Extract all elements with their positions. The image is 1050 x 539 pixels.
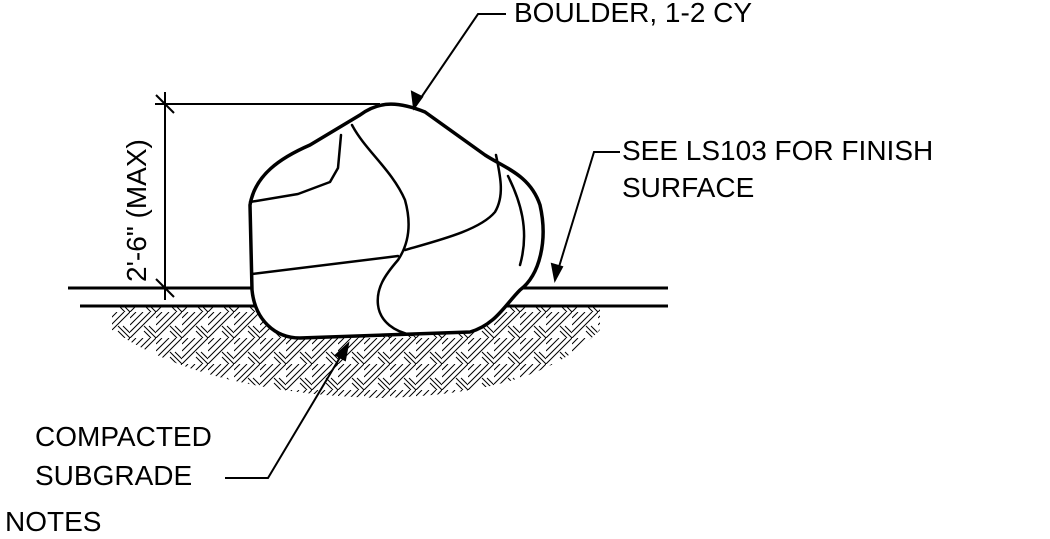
leader-lines <box>225 13 620 479</box>
finish-leader <box>554 151 620 281</box>
finish-grade-lines <box>68 286 668 308</box>
boulder-facet-5 <box>506 174 526 267</box>
boulder-facet-4 <box>250 254 400 276</box>
boulder-facet-2 <box>350 123 414 337</box>
subgrade-leader <box>225 343 349 479</box>
boulder-leader-arrow <box>410 90 424 111</box>
boulder-outline <box>248 102 545 340</box>
subgrade-leader-arrow <box>334 341 350 362</box>
boulder-detail-drawing <box>68 13 668 479</box>
boulder-leader <box>413 13 506 109</box>
finish-leader-arrow <box>550 262 564 283</box>
notes-heading: NOTES <box>5 506 102 537</box>
compacted-subgrade-label-line1: COMPACTED <box>35 421 212 452</box>
boulder-facet-3 <box>403 153 503 252</box>
finish-surface-label-line2: SURFACE <box>622 172 755 203</box>
height-dimension-text: 2'-6" (MAX) <box>121 139 152 282</box>
height-dimension <box>155 92 380 300</box>
compacted-subgrade-label-line2: SUBGRADE <box>35 460 193 491</box>
boulder-label: BOULDER, 1-2 CY <box>514 0 753 28</box>
finish-surface-label-line1: SEE LS103 FOR FINISH <box>622 135 934 166</box>
boulder <box>248 102 545 340</box>
boulder-facet-1 <box>248 133 343 204</box>
